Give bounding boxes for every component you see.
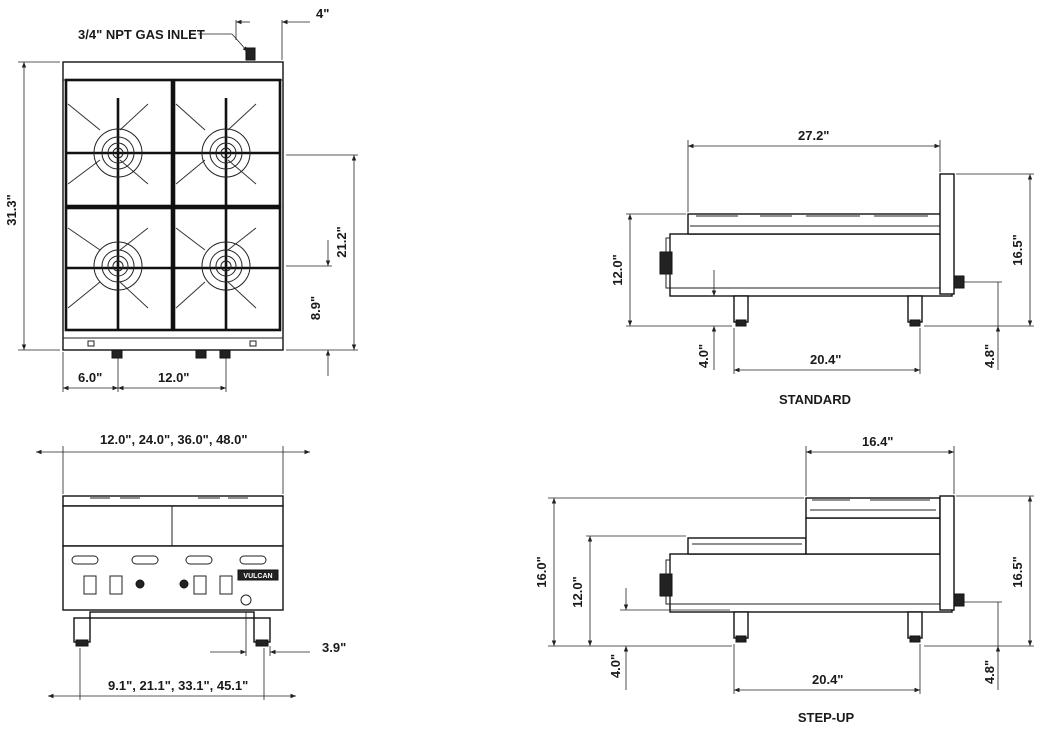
standard-leg-back-dimension: 4.8" — [982, 344, 997, 368]
control-knob-1 — [83, 575, 97, 595]
standard-leg-rear — [907, 295, 923, 323]
stepup-leg-front — [733, 611, 749, 639]
stepup-height-dimension: 12.0" — [570, 576, 585, 607]
standard-height-dimension: 12.0" — [610, 254, 625, 285]
control-knob-2 — [109, 575, 123, 595]
front-backguard-area — [62, 505, 284, 547]
stepup-backguard — [939, 495, 955, 611]
control-knob-3 — [193, 575, 207, 595]
standard-view: 27.2" 12.0" 16.5" 4.0" 20.4" 4.8" STANDA… — [610, 128, 1034, 407]
stepup-back-height-dimension: 16.5" — [1010, 556, 1025, 587]
front-widths-dimension: 12.0", 24.0", 36.0", 48.0" — [100, 432, 248, 447]
stepup-raised-section — [805, 517, 941, 555]
inlet-offset-dimension: 4" — [316, 6, 329, 21]
stepup-back-height-left-dimension: 16.0" — [534, 556, 549, 587]
brand-label: VULCAN — [243, 573, 272, 580]
standard-leg-front — [733, 295, 749, 323]
front-leg-offset-dimension: 3.9" — [322, 640, 346, 655]
stepup-upper-length-dimension: 16.4" — [862, 434, 893, 449]
standard-body — [669, 233, 953, 297]
gas-inlet-label: 3/4" NPT GAS INLET — [78, 27, 205, 42]
front-view: 12.0", 24.0", 36.0", 48.0" VULCAN — [36, 432, 346, 700]
stepup-leg-back-dimension: 4.8" — [982, 660, 997, 684]
stepup-leg-front-dimension: 4.0" — [608, 654, 623, 678]
front-leg-right — [253, 617, 271, 643]
stepup-view: 16.4" 16.0" 12.0" 16.5" 4.0" 20.4" 4.8" … — [534, 434, 1034, 725]
stepup-caption: STEP-UP — [798, 710, 855, 725]
depth-dimension: 31.3" — [4, 194, 19, 225]
burner-depth-dimension: 21.2" — [334, 226, 349, 257]
burner-spacing-dimension: 12.0" — [158, 370, 189, 385]
stepup-leg-rear — [907, 611, 923, 639]
standard-caption: STANDARD — [779, 392, 851, 407]
stepup-body — [669, 553, 953, 613]
standard-length-dimension: 27.2" — [798, 128, 829, 143]
stepup-leg-span-dimension: 20.4" — [812, 672, 843, 687]
standard-back-height-dimension: 16.5" — [1010, 234, 1025, 265]
standard-leg-span-dimension: 20.4" — [810, 352, 841, 367]
burner-left-dimension: 6.0" — [78, 370, 102, 385]
standard-backguard — [939, 173, 955, 295]
front-leg-left — [73, 617, 91, 643]
front-leg-widths-dimension: 9.1", 21.1", 33.1", 45.1" — [108, 678, 248, 693]
standard-leg-front-dimension: 4.0" — [696, 344, 711, 368]
top-view: 3/4" NPT GAS INLET 4" 31.3" 21.2" 8.9" 6… — [4, 6, 358, 392]
control-knob-4 — [219, 575, 233, 595]
gas-inlet-pipe — [245, 47, 256, 61]
front-burner-dimension: 8.9" — [308, 296, 323, 320]
brand-plate — [237, 569, 279, 581]
